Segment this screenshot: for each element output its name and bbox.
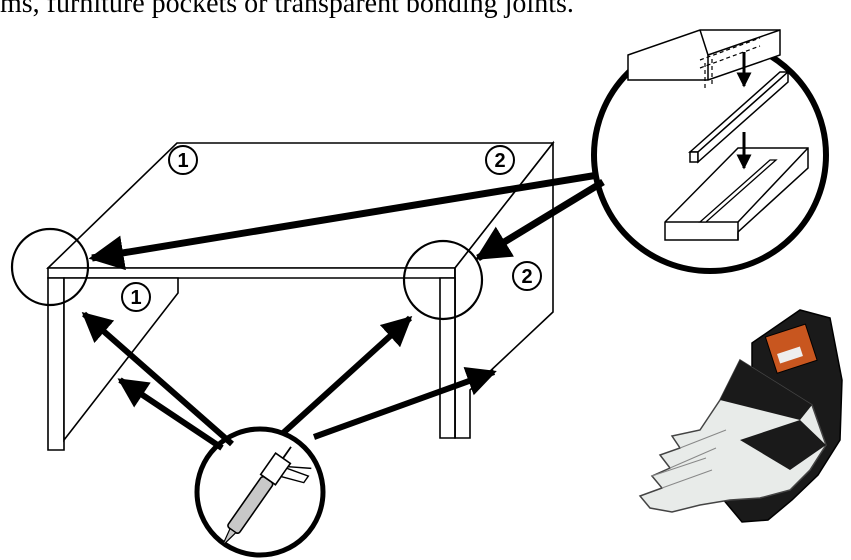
callout-top-left: 1 (168, 145, 198, 175)
callout-label: 2 (494, 150, 505, 172)
callout-label: 1 (177, 150, 188, 172)
right-corner-circle (402, 239, 484, 321)
callout-side-right: 2 (512, 261, 542, 291)
detail-arrows (88, 171, 605, 271)
left-corner-circle (10, 227, 90, 307)
callout-side-left: 1 (121, 282, 151, 312)
callout-label: 1 (130, 287, 141, 309)
work-gloves-icon (638, 309, 843, 523)
left-side-panel (47, 277, 179, 451)
caption-text: ms, furniture pockets or transparent bon… (0, 0, 574, 19)
glue-arrows (81, 311, 497, 451)
callout-top-right: 2 (485, 145, 515, 175)
callout-label: 2 (521, 266, 532, 288)
joint-detail-icon (591, 29, 829, 274)
caulking-gun-icon (194, 426, 326, 558)
top-panel (46, 142, 555, 279)
